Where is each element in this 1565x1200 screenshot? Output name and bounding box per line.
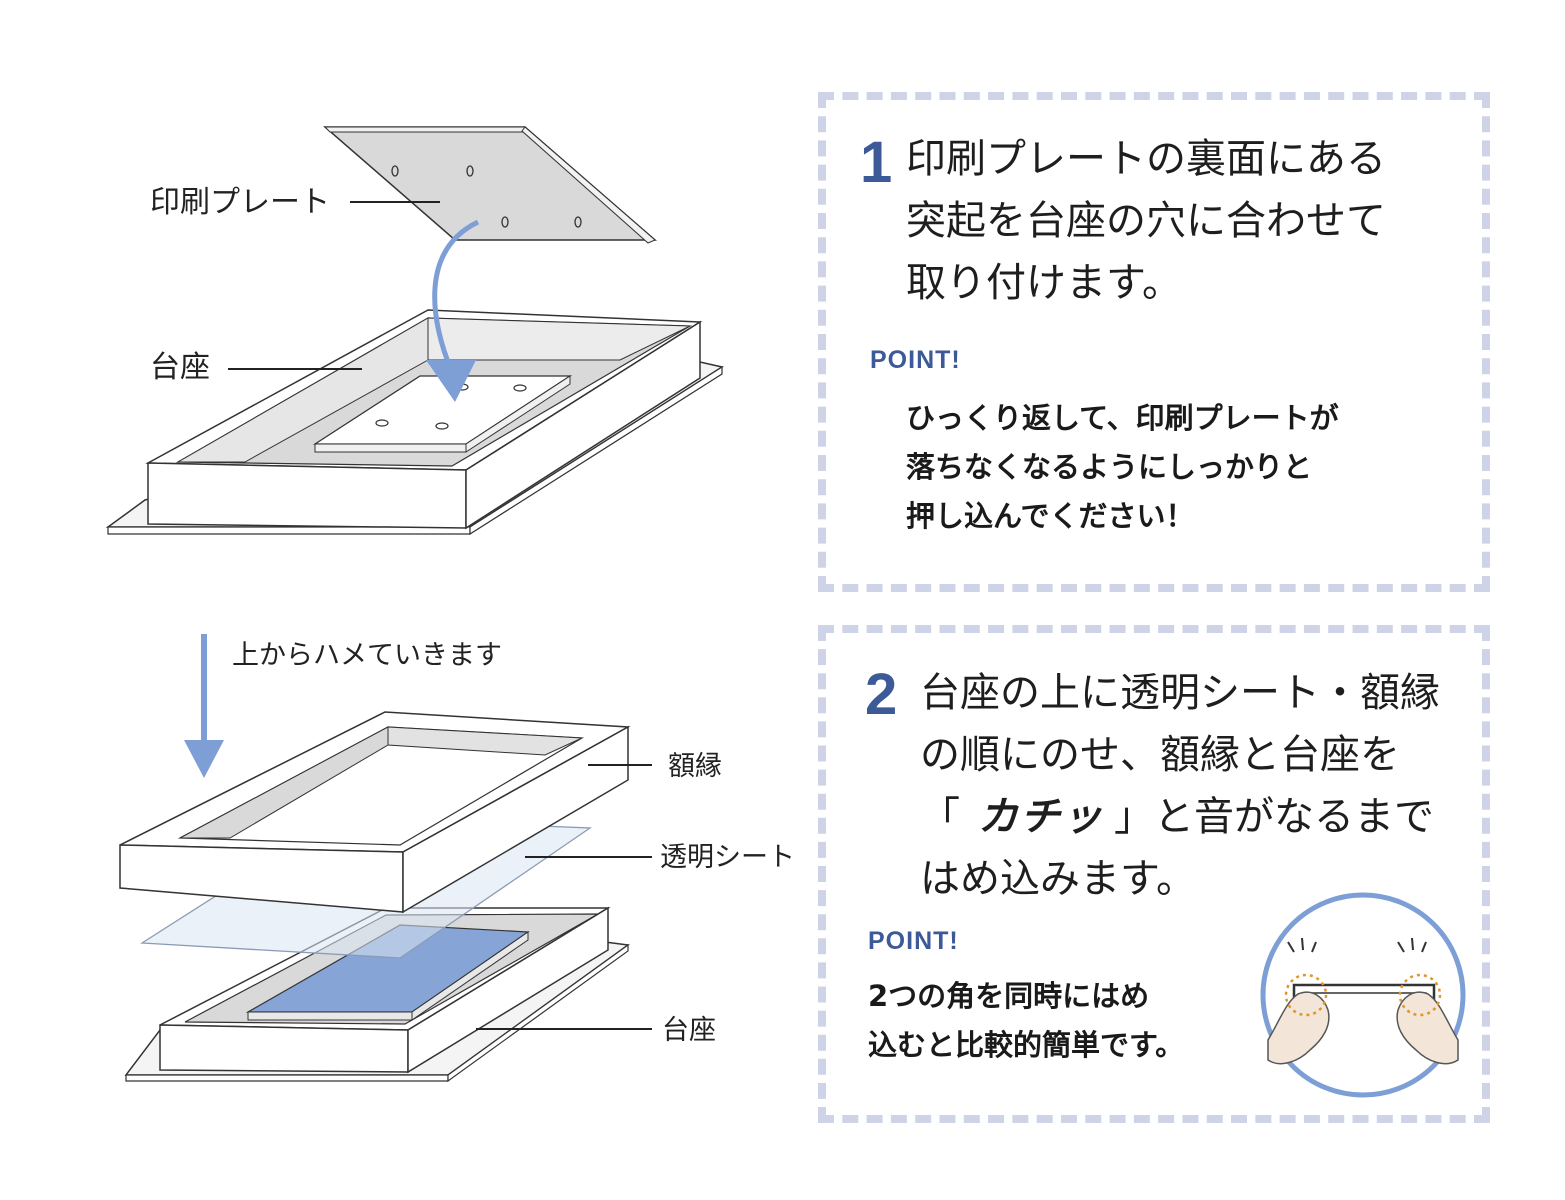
label-base-bottom: 台座 [662,1015,716,1046]
quote-open: 「 [920,794,960,840]
step1-point-line: 押し込んでください！ [906,499,1195,533]
frame [119,711,631,914]
base-top [105,309,724,536]
step1-point-line: ひっくり返して、印刷プレートが [906,401,1339,435]
insert-arrow [426,219,480,402]
step1-line: 印刷プレートの裏面にある [906,136,1386,182]
step1-line: 突起を台座の穴に合わせて [906,198,1386,244]
step2-line: の順にのせ、額縁と台座を [920,732,1400,778]
label-printed-plate: 印刷プレート [150,185,330,220]
label-from-above: 上からハメていきます [232,640,502,671]
quote-close-rest: 」と音がなるまで [1114,794,1434,840]
step1-point-text: ひっくり返して、印刷プレートが 落ちなくなるようにしっかりと 押し込んでください… [906,394,1339,541]
step2-point-label: POINT! [868,927,959,955]
step1-point-label: POINT! [870,346,961,374]
hands-corner-illustration [1260,892,1466,1098]
step2-point-text: 2つの角を同時にはめ 込むと比較的簡単です。 [868,972,1184,1070]
step1-line: 取り付けます。 [906,260,1182,306]
sound-katchi: カチッ [978,794,1104,840]
step1-number: 1 [860,130,893,195]
step2-point-line: 込むと比較的簡単です。 [868,1028,1185,1062]
down-arrow [184,634,224,778]
label-transparent-sheet: 透明シート [660,842,795,873]
step1-panel [818,92,1490,592]
step2-line-sound: 「カチッ」と音がなるまで [920,786,1440,848]
assembly-illustration: 印刷プレート 台座 上からハメていきます 額縁 透明シート 台 [105,126,795,1083]
step2-panel [818,625,1490,1123]
step1-description: 印刷プレートの裏面にある 突起を台座の穴に合わせて 取り付けます。 [906,128,1386,314]
step2-description: 台座の上に透明シート・額縁 の順にのせ、額縁と台座を 「カチッ」と音がなるまで … [920,662,1440,910]
label-frame: 額縁 [668,751,722,782]
step2-point-line: 2つの角を同時にはめ [868,979,1150,1013]
step2-number: 2 [865,662,898,727]
label-base-top: 台座 [150,350,210,385]
step2-line: 台座の上に透明シート・額縁 [920,670,1440,716]
step1-point-line: 落ちなくなるようにしっかりと [906,450,1313,484]
printed-plate [322,126,658,244]
base-bottom [124,906,630,1083]
step2-line: はめ込みます。 [920,856,1196,902]
